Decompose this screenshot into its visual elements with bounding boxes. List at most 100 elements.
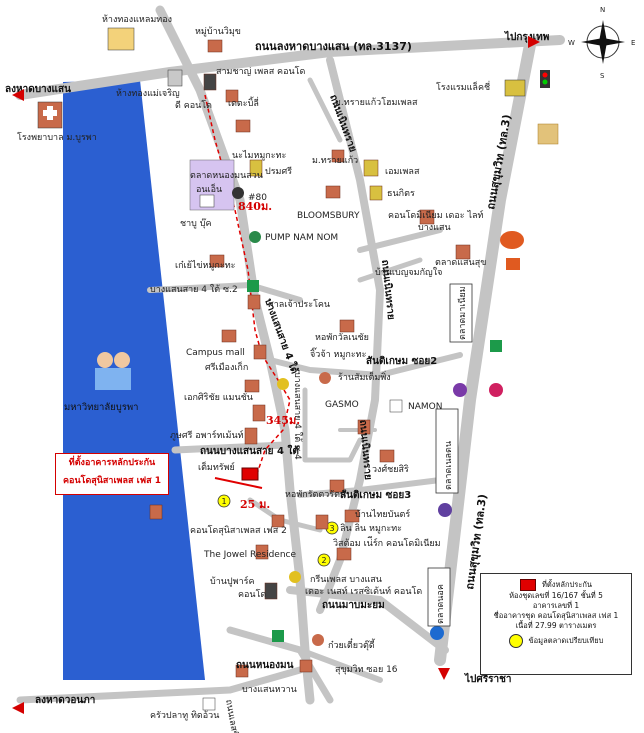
landmark-icons	[199, 70, 559, 711]
label-hotel-lab: โรงแรมแล็คชี่	[436, 80, 490, 93]
label-phusri: ภูษศรี อพาร์ทเม้นท์	[170, 429, 244, 441]
label-krua: ครัวปลาทู ทิดอ้วน	[150, 710, 219, 721]
label-hang-lamthong: ห้างทองแหลมทอง	[102, 14, 172, 25]
legend-line5: เนื้อที่ 27.99 ตารางเมตร	[515, 621, 597, 630]
label-gasmo: GASMO	[325, 400, 359, 410]
legend-subject-swatch	[519, 579, 536, 591]
building-icon	[419, 209, 435, 225]
comparable-marker-2[interactable]	[317, 553, 331, 567]
building-icons	[149, 39, 471, 678]
building-icon	[357, 419, 371, 435]
building-icon	[325, 185, 341, 199]
legend-comparable-swatch	[508, 634, 523, 648]
building-icon	[207, 39, 223, 53]
building-icon	[249, 159, 263, 177]
building-icon	[247, 294, 261, 310]
label-namon: NAMON	[408, 402, 442, 412]
store-icon	[167, 69, 183, 87]
building-icon	[225, 89, 239, 103]
label-emplace: เอมเพลส	[385, 167, 420, 177]
building-icon	[203, 73, 217, 91]
crossing-icon	[199, 194, 215, 208]
subject-callout: ที่ตั้งอาคารหลักประกัน คอนโดสุนิสาเพลส เ…	[55, 453, 169, 495]
label-wisa: วิสต้อม เน่ีร์ก คอนโดมิเนียม	[333, 536, 441, 549]
compass-e-label: E	[631, 39, 635, 47]
arrow-to-beach-icon	[12, 89, 24, 101]
fuel-station-icon	[500, 231, 524, 249]
label-market2: อนเอ็น	[196, 182, 222, 195]
label-dorm-ra: หอพักรัตตวรัตน์	[285, 488, 346, 500]
label-dorm-wan: หอพักวัลเนชัย	[315, 333, 369, 343]
label-market-c: ตลาดนอค	[436, 584, 446, 624]
label-market-bs: ตลาดแสนสุข	[435, 258, 486, 268]
label-kuay: ก๋วยเตี๋ยวตุ๊ดี้	[328, 638, 376, 651]
road-ma	[307, 77, 343, 143]
callout-line1: ที่ตั้งอาคารหลักประกัน	[68, 458, 156, 468]
building-icon	[149, 504, 163, 520]
label-ness: เดอะ เนสท์ เรสซิเด้นท์ คอนโด	[305, 585, 422, 597]
building-icon	[209, 254, 225, 268]
road-mabmayom	[286, 586, 449, 654]
building-icon	[455, 244, 471, 260]
label-moo-ban: หมู่บ้านวิมุข	[195, 26, 241, 37]
store-icon	[107, 27, 135, 51]
comparable-marker-1[interactable]	[217, 494, 231, 508]
road-sai4	[155, 5, 315, 705]
building-icon	[271, 514, 285, 528]
building-icon	[253, 344, 267, 360]
crossing-icon	[389, 399, 403, 413]
label-to-bangkok: ไปกรุงเทพ	[504, 30, 550, 43]
label-pramsri: ปรมศรี	[265, 166, 292, 177]
university-logo-icon	[95, 352, 131, 390]
distance-25m: 25 ม.	[240, 498, 270, 511]
building-icon	[331, 149, 345, 163]
building-icon	[255, 544, 269, 560]
building-icon	[299, 659, 313, 673]
hospital-cross-icon	[43, 110, 57, 116]
legend-subject-label: ที่ตั้งหลักประกัน	[541, 580, 593, 589]
label-campus: Campus mall	[186, 348, 245, 358]
comparable-marker-1-label: 1	[221, 497, 226, 506]
building-icon	[329, 479, 345, 493]
label-bloomsbury: BLOOMSBURY	[297, 211, 360, 221]
label-n80: #80	[248, 193, 267, 203]
seven-eleven-icon	[490, 340, 502, 352]
fuel-station-icon	[430, 626, 444, 640]
legend-subject-row: ที่ตั้งหลักประกัน	[481, 579, 631, 591]
bicycle-icon	[289, 571, 301, 583]
building-icon	[221, 329, 237, 343]
building-icon	[252, 404, 266, 422]
label-naimai: นะไมหมูกะทะ	[232, 150, 287, 161]
label-condo-phase2: คอนโดสุนิสาเพลส เฟส 2	[190, 525, 287, 536]
road-bangsaen	[15, 35, 565, 100]
label-condo-line2: บางแสน	[418, 223, 451, 233]
label-chaboo: ชาบู บุ๊ค	[180, 218, 211, 229]
label-market: ตลาดหนองมนสวน	[190, 171, 263, 181]
building-icon	[264, 582, 278, 600]
bank-icon	[453, 383, 467, 397]
food-icon	[312, 634, 324, 646]
road-santi3	[297, 477, 443, 498]
shop-icon	[506, 258, 520, 270]
bicycle-icon	[277, 378, 289, 390]
label-nongmon-road: ถนนหนองมน	[236, 660, 294, 671]
label-nonsai-road-mid: ถนนเนินทราย	[357, 419, 374, 480]
building-icon	[363, 159, 379, 177]
building-icon	[244, 427, 258, 445]
label-mabmayom-road: ถนนมาบมะยม	[322, 600, 385, 611]
compass-n-label: N	[600, 6, 605, 14]
subject-marker[interactable]	[241, 467, 259, 481]
label-condo-ki: ดี คอนโด	[175, 100, 212, 111]
road-side1	[357, 227, 443, 253]
road-side2	[357, 257, 423, 283]
comparable-marker-3-label: 3	[329, 524, 334, 533]
arrow-to-wonnapa-icon	[12, 702, 24, 714]
label-srimuang: ศรีเมืองเก็ก	[205, 360, 248, 373]
crossing-icon	[202, 697, 216, 711]
comparable-markers: 1 2 3	[217, 494, 339, 567]
label-pump: PUMP NAM NOM	[265, 233, 338, 243]
label-sai4-soi2: บางแสนสาย 4 ใต้ ซ.2	[150, 284, 238, 295]
label-sukhumvit16: สุขุมวิท ซอย 16	[335, 664, 398, 675]
building-icon	[235, 664, 249, 678]
building-icon	[344, 509, 360, 523]
